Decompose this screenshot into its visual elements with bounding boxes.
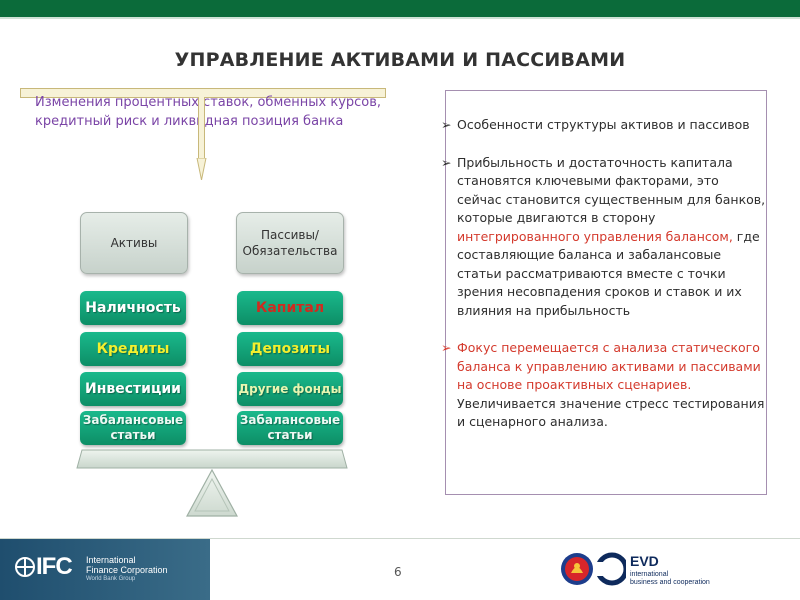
liabilities-other-funds: Другие фонды [237,372,343,406]
scale-board [76,449,348,469]
paragraph-text: где составляющие баланса и забалансовые … [457,228,760,318]
top-bar-divider [0,17,800,19]
paragraph-text: Увеличивается значение стресс тестирован… [457,395,765,430]
top-note: Изменения процентных ставок, обменных ку… [35,95,382,129]
liabilities-deposits: Депозиты [237,332,343,366]
ifc-name: International Finance Corporation [86,555,168,575]
paragraph-text: Прибыльность и достаточность капитала ст… [457,154,766,226]
ifc-logo-band [0,539,210,600]
scale-pole [198,97,205,159]
arrow-bullet-icon: ➢ [441,117,452,132]
panel-paragraph: ➢ Прибыльность и достаточность капитала … [441,154,767,321]
panel-content: ➢ Особенности структуры активов и пассив… [441,116,767,451]
evd-subtitle-line: business and cooperation [630,579,710,586]
evd-subtitle-line: international [630,571,669,578]
liabilities-off-balance: Забалансовые статьи [237,411,343,445]
ifc-name-line: Finance Corporation [86,565,168,575]
paragraph-text: Особенности структуры активов и пассивов [457,117,750,132]
panel-paragraph: ➢ Особенности структуры активов и пассив… [441,116,767,135]
ifc-wordmark: IFC [36,553,73,580]
assets-cash: Наличность [80,291,186,325]
liabilities-capital: Капитал [237,291,343,325]
liabilities-header: Пассивы/ Обязательства [236,212,344,274]
panel-paragraph: ➢ Фокус перемещается с анализа статическ… [441,339,767,432]
footer-divider [0,538,800,539]
ifc-logo-icon [15,557,35,577]
page-number: 6 [394,565,402,579]
assets-header: Активы [80,212,188,274]
scale-pole-tip [196,158,207,180]
evd-logo-icon [596,552,626,586]
evd-wordmark: EVD [630,553,659,569]
arrow-bullet-icon: ➢ [441,154,452,170]
highlight-text: Фокус перемещается с анализа статическог… [457,340,761,392]
finland-emblem-icon [561,553,593,585]
assets-investments: Инвестиции [80,372,186,406]
top-bar [0,0,800,17]
ifc-name-line: International [86,555,136,565]
assets-off-balance: Забалансовые статьи [80,411,186,445]
highlight-text: интегрированного управления балансом, [457,228,733,244]
arrow-bullet-icon: ➢ [441,340,452,355]
page-title: УПРАВЛЕНИЕ АКТИВАМИ И ПАССИВАМИ [174,49,626,71]
text-panel [445,90,767,495]
evd-subtitle: international business and cooperation [630,571,710,587]
ifc-subtitle: World Bank Group [86,576,136,582]
scale-stand [186,469,238,517]
assets-loans: Кредиты [80,332,186,366]
